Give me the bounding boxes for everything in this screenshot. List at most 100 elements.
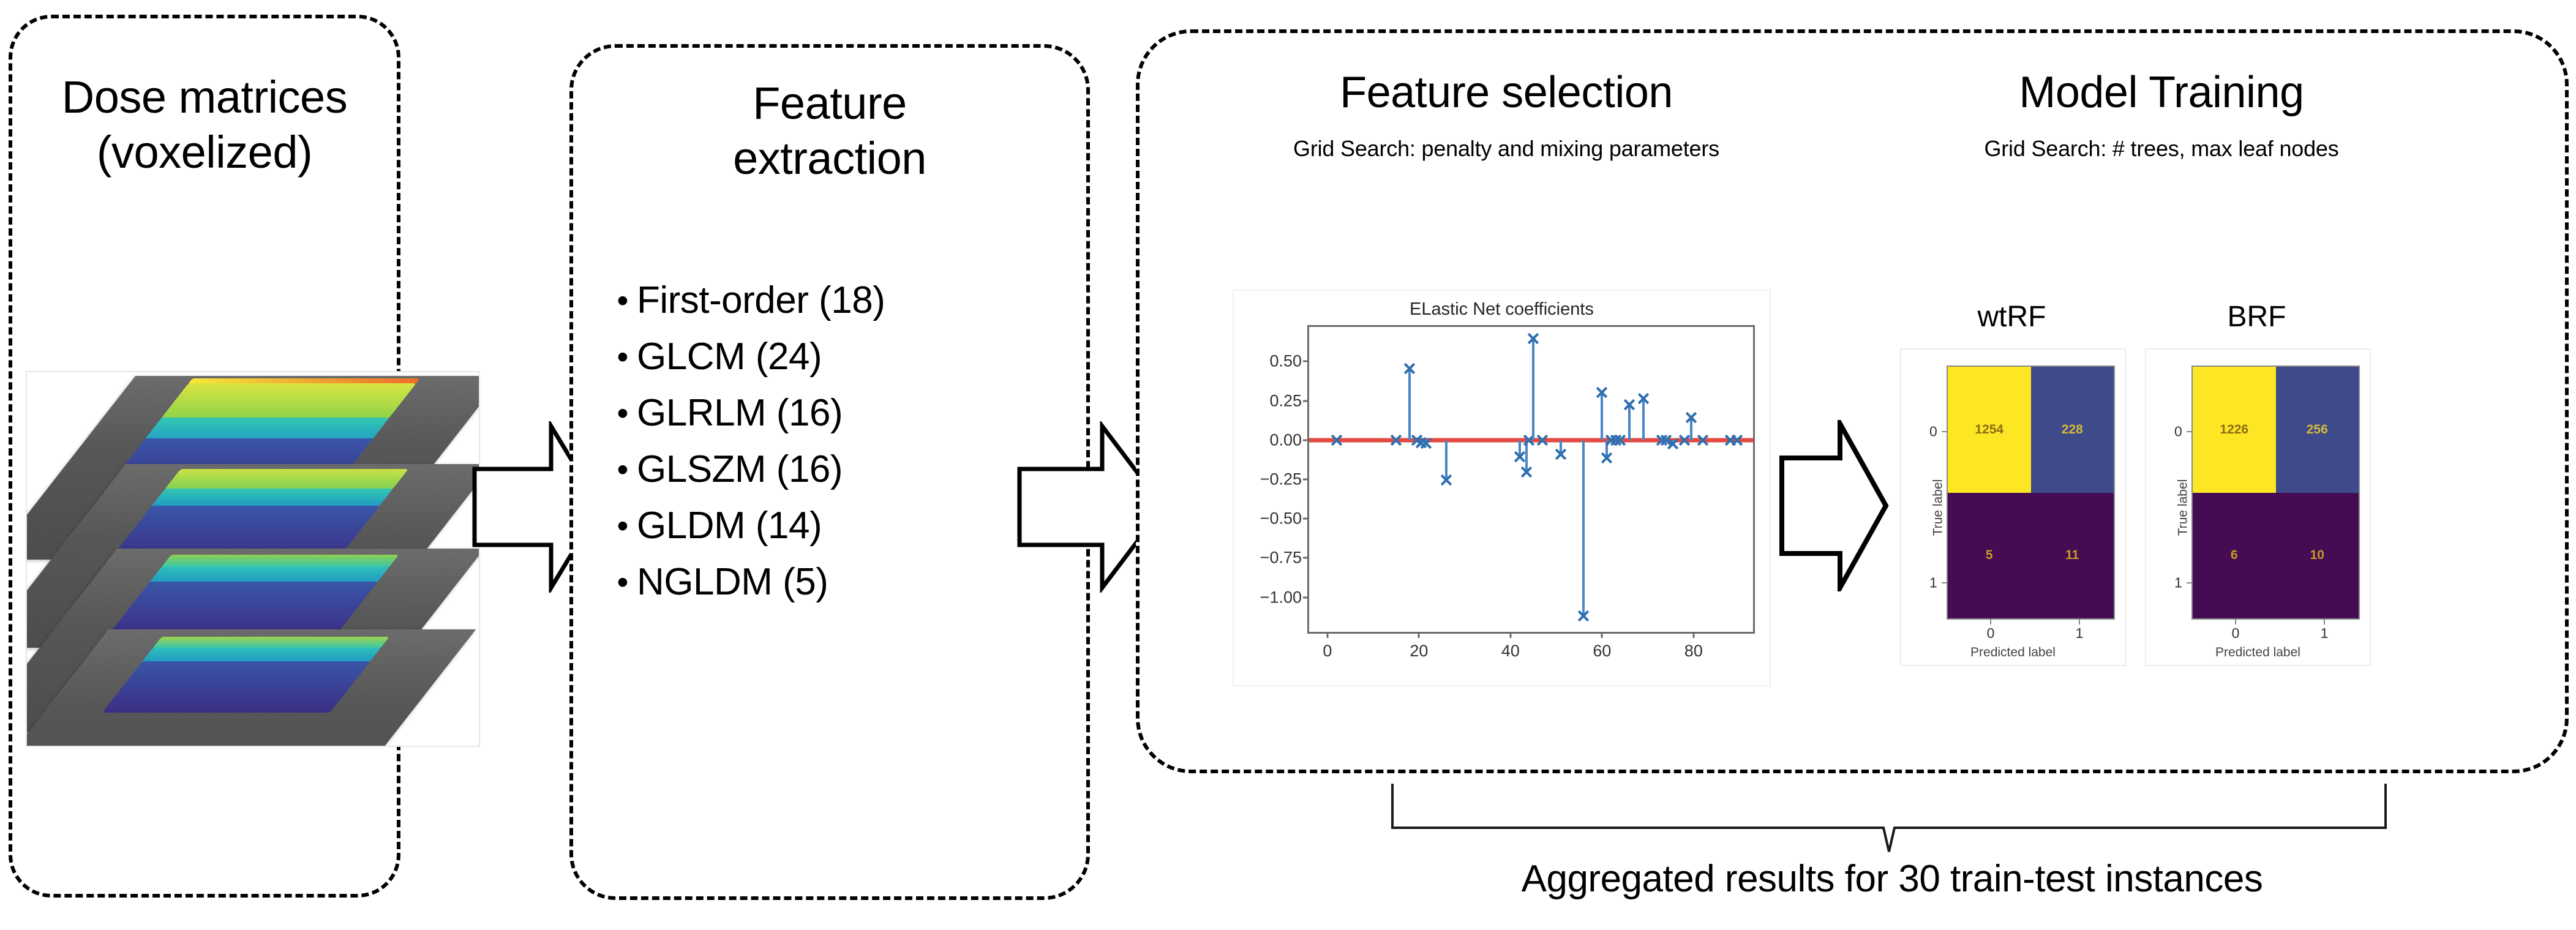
enet-stem <box>1605 440 1608 459</box>
enet-ytick-label: 0.00 <box>1269 430 1302 449</box>
enet-ytick-mark <box>1303 478 1309 481</box>
feature-item-ngldm: NGLDM (5) <box>637 561 828 603</box>
enet-xtick-label: 80 <box>1684 642 1703 660</box>
brf-caption: BRF <box>2227 301 2286 333</box>
enet-ytick-mark <box>1303 439 1309 441</box>
wtrf-cells: 1254 228 5 11 <box>1947 366 2115 620</box>
enet-data-marker <box>1730 433 1744 447</box>
dose-panel-title: Dose matrices (voxelized) <box>12 70 397 181</box>
enet-data-marker <box>1520 465 1533 479</box>
enet-ytick-mark <box>1303 557 1309 559</box>
aggregated-results-caption: Aggregated results for 30 train-test ins… <box>1521 858 2263 900</box>
enet-xtick-mark <box>1692 632 1695 638</box>
enet-data-marker <box>1419 437 1433 450</box>
brf-cell-1-1: 10 <box>2275 492 2359 618</box>
panel-dose-matrices: Dose matrices (voxelized) <box>9 15 480 898</box>
enet-data-marker <box>1678 433 1691 447</box>
brf-cell-1-0: 6 <box>2193 492 2276 618</box>
enet-stem <box>1690 417 1693 440</box>
wtrf-caption: wtRF <box>1977 301 2046 333</box>
enet-stem <box>1642 398 1645 440</box>
enet-data-marker <box>1513 450 1526 463</box>
list-item: • GLSZM (16) <box>609 443 1092 496</box>
bullet-icon: • <box>617 339 629 375</box>
wtrf-xlabel: Predicted label <box>1970 645 2056 659</box>
brf-cell-0-0: 1226 <box>2193 367 2276 493</box>
enet-data-marker <box>1684 411 1698 424</box>
enet-data-marker <box>1577 609 1590 623</box>
dose-matrix-stack-image <box>26 371 480 747</box>
brf-xlabel: Predicted label <box>2215 645 2300 659</box>
elastic-net-chart-title: ELastic Net coefficients <box>1410 299 1594 319</box>
enet-data-marker <box>1440 473 1453 487</box>
brf-cell-0-1: 256 <box>2275 367 2359 493</box>
enet-data-marker <box>1637 392 1650 405</box>
list-item: • GLCM (24) <box>609 331 1092 383</box>
enet-ytick-mark <box>1303 360 1309 362</box>
aggregation-brace <box>1390 782 2388 853</box>
list-item: • GLRLM (16) <box>609 387 1092 440</box>
enet-data-marker <box>1403 362 1416 375</box>
enet-data-marker <box>1536 433 1549 447</box>
enet-data-marker <box>1554 448 1568 461</box>
brf-ytick-0: 0 <box>2174 423 2182 440</box>
feature-panel-title: Feature extraction <box>573 76 1086 187</box>
enet-stem <box>1525 440 1528 473</box>
enet-ytick-label: 0.25 <box>1269 391 1302 410</box>
enet-xtick-label: 0 <box>1323 642 1332 660</box>
brf-xtick-0: 0 <box>2231 625 2240 641</box>
enet-ytick-label: −1.00 <box>1260 588 1302 607</box>
panel-feature-extraction: Feature extraction • First-order (18) • … <box>569 44 1090 900</box>
bullet-icon: • <box>617 508 629 544</box>
enet-ytick-mark <box>1303 400 1309 402</box>
list-item: • NGLDM (5) <box>609 556 1092 609</box>
wtrf-ylabel: True label <box>1931 479 1945 536</box>
brf-ytick-1: 1 <box>2174 574 2182 591</box>
enet-data-marker <box>1389 433 1403 447</box>
enet-xtick-label: 40 <box>1501 642 1520 660</box>
enet-data-marker <box>1623 398 1636 411</box>
enet-stem <box>1628 405 1631 440</box>
feature-family-list: • First-order (18) • GLCM (24) • GLRLM (… <box>609 274 1092 612</box>
enet-xtick-label: 60 <box>1593 642 1612 660</box>
enet-stem <box>1445 440 1448 481</box>
elastic-net-figure: ELastic Net coefficients 0.50 0.25 0.00 −0.… <box>1233 290 1771 686</box>
wtrf-ytick-0: 0 <box>1929 423 1937 440</box>
enet-data-marker <box>1600 451 1613 465</box>
enet-ytick-label: −0.25 <box>1260 470 1302 489</box>
dose-title-line2: (voxelized) <box>96 127 313 178</box>
model-training-subtitle: Grid Search: # trees, max leaf nodes <box>1984 136 2339 161</box>
list-item: • First-order (18) <box>609 274 1092 327</box>
elastic-net-plot-area: 0.50 0.25 0.00 −0.25 −0.50 −0.75 −1.00 0 20 40 60 8… <box>1260 325 1755 660</box>
wtrf-cell-0-0: 1254 <box>1948 367 2031 493</box>
enet-xtick-mark <box>1601 632 1603 638</box>
feature-selection-title: Feature selection <box>1340 68 1673 117</box>
confusion-matrix-brf: True label 0 1 1226 256 6 10 0 1 Predict… <box>2145 348 2371 666</box>
confusion-matrix-wtrf: True label 0 1 1254 228 5 11 0 1 Predict… <box>1900 348 2126 666</box>
enet-stem <box>1408 369 1411 440</box>
brf-cells: 1226 256 6 10 <box>2191 366 2360 620</box>
enet-xtick-mark <box>1509 632 1512 638</box>
enet-ytick-label: −0.75 <box>1260 548 1302 567</box>
wtrf-xtick-1: 1 <box>2075 625 2084 641</box>
wtrf-cell-1-1: 11 <box>2030 492 2114 618</box>
enet-ytick-mark <box>1303 517 1309 520</box>
enet-data-marker <box>1613 433 1627 447</box>
feature-selection-subtitle: Grid Search: penalty and mixing paramete… <box>1293 136 1719 161</box>
enet-stem <box>1518 440 1521 457</box>
arrow-features-to-model <box>1016 421 1166 593</box>
bullet-icon: • <box>617 395 629 432</box>
enet-ytick-label: 0.50 <box>1269 351 1302 370</box>
brf-ylabel: True label <box>2176 479 2190 536</box>
feature-item-glszm: GLSZM (16) <box>637 448 843 490</box>
enet-ytick-mark <box>1303 596 1309 599</box>
wtrf-ytick-1: 1 <box>1929 574 1937 591</box>
enet-data-marker <box>1526 332 1540 345</box>
feature-item-gldm: GLDM (14) <box>637 504 822 547</box>
enet-xtick-mark <box>1326 632 1329 638</box>
enet-data-marker <box>1595 386 1609 399</box>
brf-xtick-1: 1 <box>2320 625 2329 641</box>
enet-xtick-label: 20 <box>1410 642 1429 660</box>
feature-item-first-order: First-order (18) <box>637 279 885 321</box>
enet-ytick-label: −0.50 <box>1260 509 1302 528</box>
